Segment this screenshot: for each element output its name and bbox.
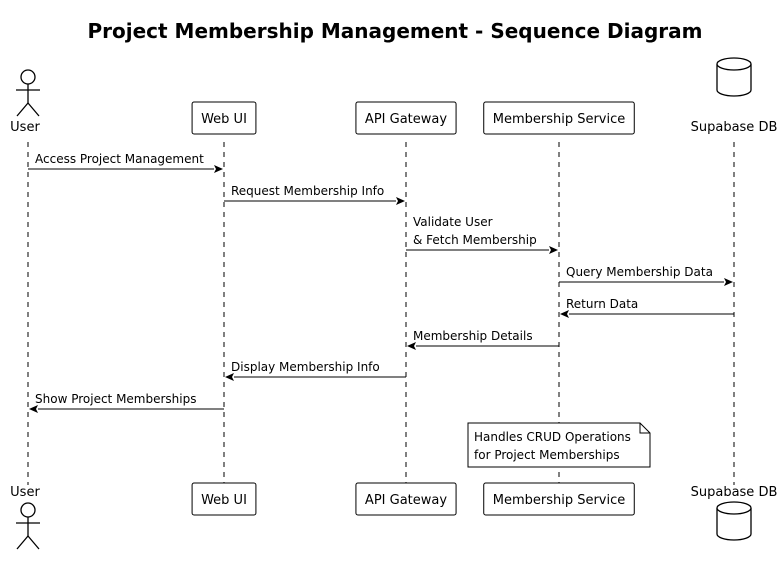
- participant-api-bottom: API Gateway: [355, 482, 457, 516]
- participant-web-top: Web UI: [191, 101, 257, 135]
- participant-label: User: [10, 485, 40, 500]
- participant-svc-top: Membership Service: [483, 101, 635, 135]
- participant-label: Membership Service: [493, 493, 626, 508]
- message-label: Query Membership Data: [566, 265, 713, 279]
- participants-top: User Web UI API Gateway Membership ServiceS…: [10, 57, 778, 135]
- participant-label: API Gateway: [365, 112, 447, 127]
- message-label: & Fetch Membership: [413, 233, 537, 247]
- actor-icon: [16, 502, 40, 550]
- participant-box: [483, 482, 635, 516]
- message-6: Membership Details: [407, 329, 559, 350]
- message-label: Show Project Memberships: [35, 392, 196, 406]
- message-7: Display Membership Info: [225, 360, 406, 381]
- participant-label: Supabase DB: [691, 485, 778, 500]
- note-box: [467, 422, 651, 468]
- message-2: Request Membership Info: [224, 184, 405, 205]
- message-4: Query Membership Data: [559, 265, 733, 286]
- arrowhead: [549, 246, 558, 254]
- arrowhead: [396, 197, 405, 205]
- participant-box: [483, 101, 635, 135]
- participant-label: Web UI: [201, 112, 247, 127]
- message-label: Return Data: [566, 297, 638, 311]
- participant-api-top: API Gateway: [355, 101, 457, 135]
- participant-label: Membership Service: [493, 112, 626, 127]
- database-icon: [716, 57, 752, 97]
- message-label: Display Membership Info: [231, 360, 380, 374]
- participant-label: API Gateway: [365, 493, 447, 508]
- participant-db-bottom: Supabase DB: [691, 485, 778, 541]
- arrowhead: [214, 165, 223, 173]
- diagram-title: Project Membership Management - Sequence…: [87, 19, 702, 43]
- database-icon: [716, 501, 752, 541]
- participant-label: Supabase DB: [691, 120, 778, 135]
- message-8: Show Project Memberships: [29, 392, 224, 413]
- message-label: Request Membership Info: [231, 184, 384, 198]
- participant-user-bottom: User: [10, 485, 40, 550]
- participant-user-top: User: [10, 69, 40, 135]
- arrowhead: [560, 310, 569, 318]
- note-text: Handles CRUD Operations: [474, 430, 631, 444]
- participant-box: [355, 482, 457, 516]
- participant-db-top: Supabase DB: [691, 57, 778, 135]
- message-5: Return Data: [560, 297, 734, 318]
- participant-svc-bottom: Membership Service: [483, 482, 635, 516]
- message-3: Validate User & Fetch Membership: [406, 215, 558, 254]
- notes: Handles CRUD Operations for Project Membe…: [467, 422, 651, 468]
- participant-box: [355, 101, 457, 135]
- actor-icon: [16, 69, 40, 117]
- note-text: for Project Memberships: [474, 448, 620, 462]
- participant-label: User: [10, 120, 40, 135]
- participant-label: Web UI: [201, 493, 247, 508]
- arrowhead: [724, 278, 733, 286]
- arrowhead: [29, 405, 38, 413]
- message-1: Access Project Management: [28, 152, 223, 173]
- arrowhead: [407, 342, 416, 350]
- participant-box: [191, 101, 257, 135]
- message-label: Validate User: [413, 215, 493, 229]
- participant-web-bottom: Web UI: [191, 482, 257, 516]
- message-label: Access Project Management: [35, 152, 204, 166]
- note-fold: [639, 423, 650, 434]
- arrowhead: [225, 373, 234, 381]
- participant-box: [191, 482, 257, 516]
- message-label: Membership Details: [413, 329, 533, 343]
- note: Handles CRUD Operations for Project Membe…: [467, 422, 651, 468]
